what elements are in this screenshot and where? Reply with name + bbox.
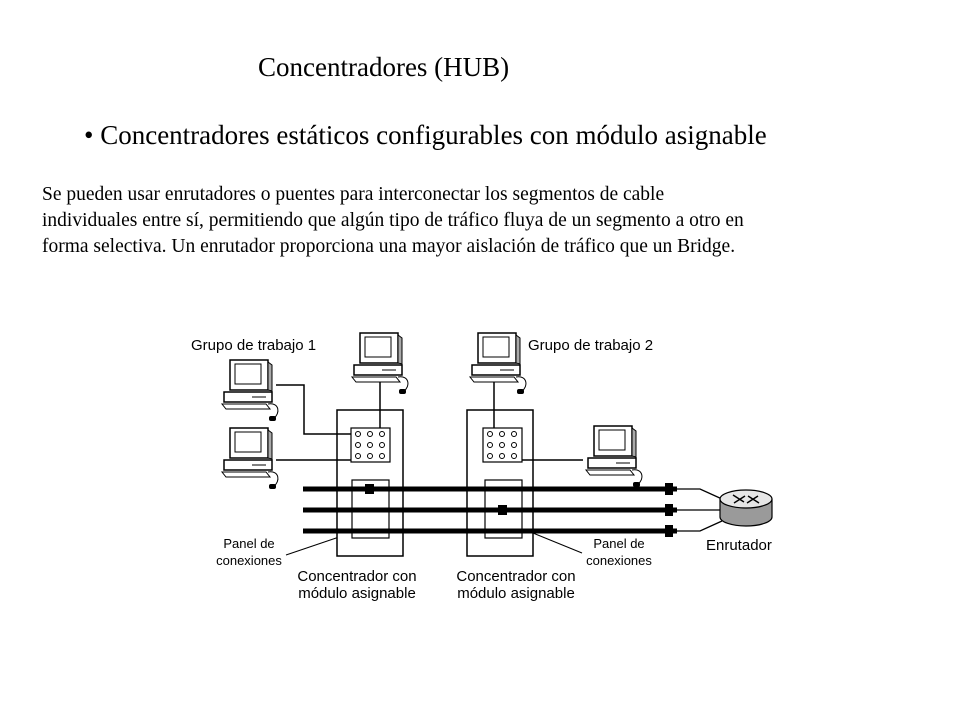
pointer-line-right	[527, 530, 583, 554]
bullet-symbol: •	[84, 120, 94, 150]
workstation-computer-icon	[469, 332, 527, 395]
label-patch-panel-left-1: Panel de	[223, 536, 274, 551]
port-leds	[355, 431, 517, 459]
paragraph-line-3: forma selectiva. Un enrutador proporcion…	[42, 236, 736, 257]
label-patch-panel-right-1: Panel de	[593, 536, 644, 551]
paragraph-line-2: individuales entre sí, permitiendo que a…	[42, 210, 744, 231]
workstation-computer-icon	[221, 359, 279, 422]
label-router: Enrutador	[706, 537, 772, 554]
workstation-computer-icon	[585, 425, 643, 488]
router-icon	[719, 489, 773, 527]
router-links	[673, 488, 723, 532]
label-hub-left-1: Concentrador con	[297, 568, 416, 585]
slide-title: Concentradores (HUB)	[258, 52, 510, 82]
bullet-item: • Concentradores estáticos configurables…	[84, 120, 767, 151]
label-hub-right-1: Concentrador con	[456, 568, 575, 585]
label-hub-right-2: módulo asignable	[457, 585, 575, 602]
label-group-1: Grupo de trabajo 1	[191, 337, 316, 354]
bullet-text: Concentradores estáticos configurables c…	[100, 120, 767, 150]
label-patch-panel-right-2: conexiones	[586, 553, 652, 568]
description-paragraph: Se pueden usar enrutadores o puentes par…	[42, 182, 942, 260]
label-group-2: Grupo de trabajo 2	[528, 337, 653, 354]
workstation-cables	[276, 380, 583, 461]
paragraph-line-1: Se pueden usar enrutadores o puentes par…	[42, 184, 665, 205]
label-patch-panel-left-2: conexiones	[216, 553, 282, 568]
pointer-line-left	[285, 534, 346, 556]
workstation-computer-icon	[221, 427, 279, 490]
label-hub-left-2: módulo asignable	[298, 585, 416, 602]
segment-connectors	[365, 483, 673, 537]
